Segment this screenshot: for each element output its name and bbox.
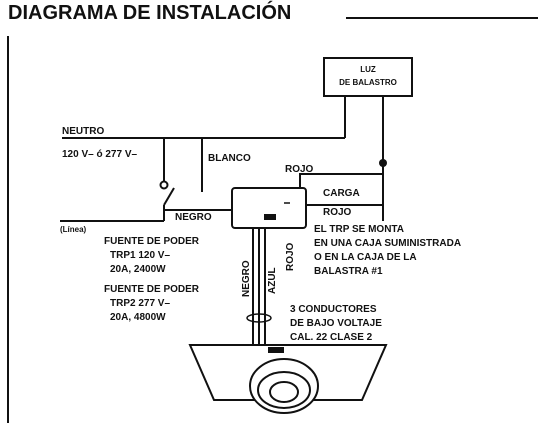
power-supply-1-line-2: TRP1 120 V– — [110, 250, 170, 261]
trp-note-line-2: EN UNA CAJA SUMINISTRADA — [314, 238, 461, 249]
red-wire-top — [299, 173, 383, 192]
trp-note-line-1: EL TRP SE MONTA — [314, 224, 404, 235]
power-supply-2-line-3: 20A, 4800W — [110, 312, 166, 323]
neutral-label: NEUTRO — [62, 126, 104, 137]
ballast-lamp-box — [323, 57, 413, 97]
title-rule — [346, 17, 538, 19]
sensor-lens — [249, 358, 319, 414]
trp-note-line-3: O EN LA CAJA DE LA — [314, 252, 417, 263]
red-top-label: ROJO — [285, 164, 314, 175]
power-supply-1-line-3: 20A, 2400W — [110, 264, 166, 275]
switch-contact — [159, 180, 169, 190]
voltage-label: 120 V– ó 277 V– — [62, 149, 137, 160]
trp-indicator — [264, 214, 276, 220]
load-label: CARGA — [323, 188, 360, 199]
load-red-label: ROJO — [323, 207, 352, 218]
vertical-black-label: NEGRO — [241, 260, 252, 297]
white-label: BLANCO — [208, 153, 251, 164]
conductors-note-line-1: 3 CONDUCTORES — [290, 304, 377, 315]
lamp-box-label-2: DE BALASTRO — [339, 78, 397, 87]
power-supply-1-line-1: FUENTE DE PODER — [104, 236, 200, 247]
lamp-box-label-1: LUZ — [360, 65, 376, 74]
power-supply-2-line-1: FUENTE DE PODER — [104, 284, 200, 295]
trp-note-line-4: BALASTRA #1 — [314, 266, 383, 277]
sensor-connector — [268, 347, 284, 353]
trp-power-pack — [231, 187, 307, 229]
vertical-blue-label: AZUL — [267, 267, 278, 294]
conductors-note-line-2: DE BAJO VOLTAJE — [290, 318, 382, 329]
vertical-red-label: ROJO — [285, 242, 296, 271]
black-label: NEGRO — [175, 212, 212, 223]
load-junction-dot — [379, 159, 387, 167]
conductors-note-line-3: CAL. 22 CLASE 2 — [290, 332, 373, 343]
power-supply-2-line-2: TRP2 277 V– — [110, 298, 170, 309]
line-label: (Línea) — [60, 225, 87, 234]
sensor-lens-center — [269, 381, 299, 403]
diagram-title: DIAGRAMA DE INSTALACIÓN — [8, 2, 292, 24]
switch-blade — [163, 187, 175, 206]
sensor-lens-inner — [257, 371, 311, 409]
cable-tie — [246, 313, 272, 323]
